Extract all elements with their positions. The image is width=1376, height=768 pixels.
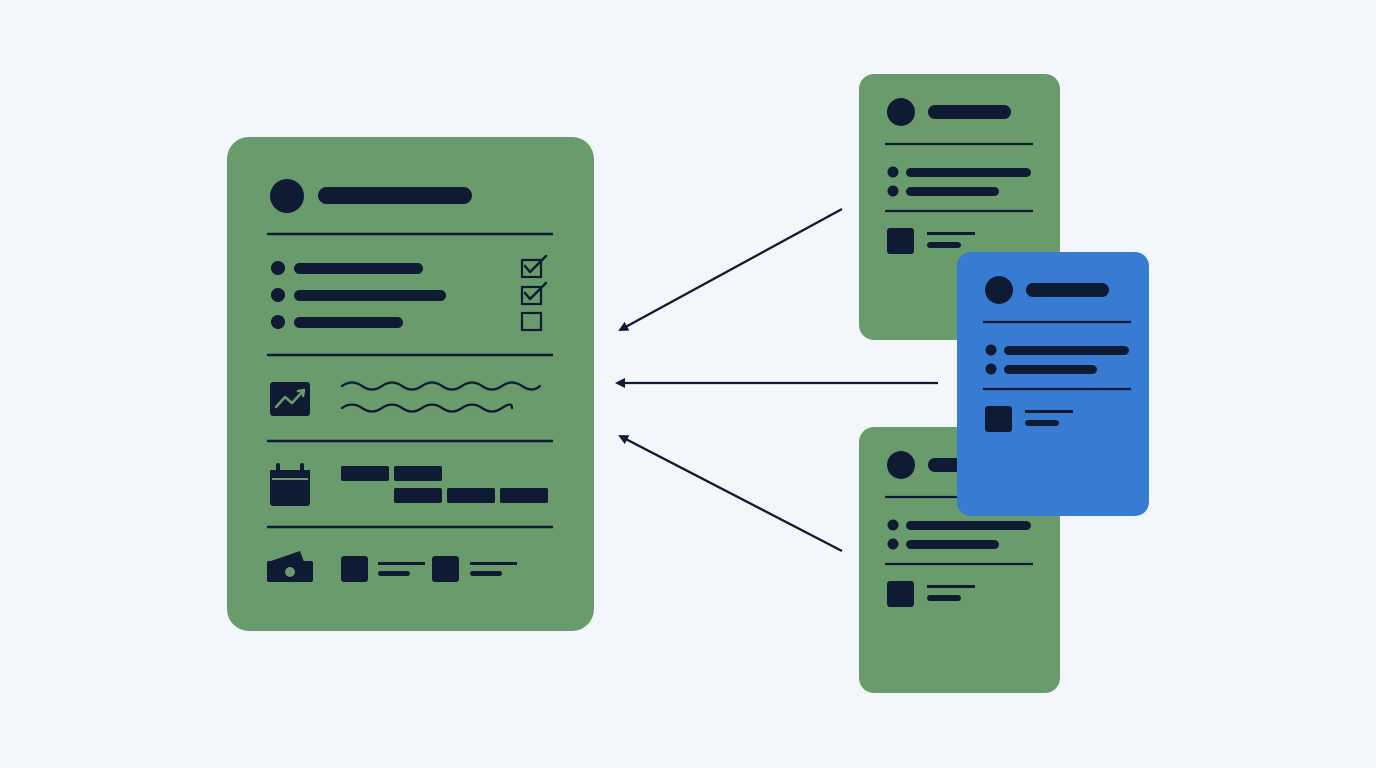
avatar-icon [887, 451, 915, 479]
source-card-middle [957, 252, 1149, 516]
schedule-block [447, 488, 495, 503]
payment-line [470, 562, 517, 565]
list-item-bar [906, 168, 1031, 177]
detail-line [927, 232, 975, 235]
list-item-bar [294, 290, 446, 301]
payment-line [470, 571, 502, 576]
checkbox-checked-icon [520, 254, 548, 279]
bullet-icon [985, 344, 997, 356]
main-card [227, 137, 594, 631]
detail-line [1025, 420, 1059, 426]
main-card-background [227, 137, 594, 631]
payment-line [378, 562, 425, 565]
detail-line [927, 585, 975, 588]
detail-line [1025, 410, 1073, 413]
payment-square [432, 556, 459, 582]
calendar-icon [270, 463, 310, 506]
bullet-icon [887, 538, 899, 550]
thumbnail-square [985, 406, 1012, 432]
arrows [615, 207, 938, 553]
arrow-from-bottom-card [618, 434, 843, 553]
payment-square [341, 556, 368, 582]
task-checklist [271, 254, 548, 332]
bullet-icon [887, 185, 899, 197]
schedule-block [394, 488, 442, 503]
list-item-bar [906, 521, 1031, 530]
money-bill-icon [267, 551, 313, 582]
schedule-block [341, 466, 389, 481]
handwriting-line [340, 403, 514, 413]
schedule [270, 463, 548, 506]
main-card-header [270, 179, 472, 213]
payments [267, 551, 517, 582]
card-background [957, 252, 1149, 516]
thumbnail-square [887, 581, 914, 607]
bullet-icon [887, 166, 899, 178]
list-item-bar [1004, 346, 1129, 355]
bullet-icon [271, 261, 285, 275]
payment-line [378, 571, 410, 576]
avatar-icon [270, 179, 304, 213]
list-item-bar [294, 263, 423, 274]
thumbnail-square [887, 228, 914, 254]
bullet-icon [271, 288, 285, 302]
detail-line [927, 595, 961, 601]
bullet-icon [887, 519, 899, 531]
list-item-bar [294, 317, 403, 328]
avatar-icon [887, 98, 915, 126]
handwriting-line [340, 381, 542, 391]
list-item-bar [1004, 365, 1097, 374]
arrow-from-top-card [618, 207, 843, 332]
list-item-bar [906, 187, 999, 196]
checkbox-checked-icon [520, 281, 548, 306]
schedule-block [500, 488, 548, 503]
checkbox-empty-icon [520, 311, 543, 332]
avatar-icon [985, 276, 1013, 304]
bullet-icon [985, 363, 997, 375]
trend-chart-icon [270, 382, 310, 416]
detail-line [927, 242, 961, 248]
trend-notes [270, 381, 542, 416]
title-placeholder-bar [1026, 283, 1109, 297]
list-item-bar [906, 540, 999, 549]
title-placeholder-bar [928, 105, 1011, 119]
title-placeholder-bar [318, 187, 472, 204]
schedule-block [394, 466, 442, 481]
bullet-icon [271, 315, 285, 329]
